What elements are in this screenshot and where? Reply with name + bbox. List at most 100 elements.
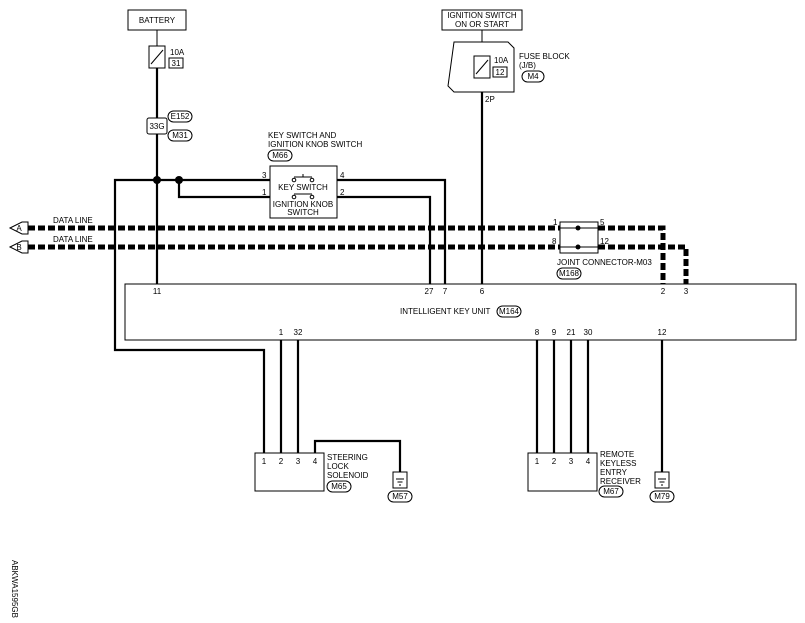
solenoid-label-1: STEERING xyxy=(327,453,368,462)
junction-dot xyxy=(175,176,183,184)
data-line-tags: A B DATA LINE DATA LINE xyxy=(8,216,93,254)
intelligent-key-unit: INTELLIGENT KEY UNIT M164 11 27 7 6 2 3 … xyxy=(124,283,797,341)
data-line-b-label: DATA LINE xyxy=(53,235,93,244)
joint-connector-block: 1 5 8 12 JOINT CONNECTOR-M03 M168 xyxy=(552,218,652,280)
solenoid-label-3: SOLENOID xyxy=(327,471,369,480)
receiver-pin: 3 xyxy=(569,457,574,466)
junction-dot xyxy=(153,176,161,184)
unit-pin: 12 xyxy=(658,328,667,337)
wire-key-switch-4 xyxy=(337,178,447,284)
steering-lock-solenoid: 1 2 3 4 STEERING LOCK SOLENOID M65 M57 xyxy=(254,452,413,503)
remote-keyless-entry-receiver: 1 2 3 4 REMOTE KEYLESS ENTRY RECEIVER M6… xyxy=(527,450,641,498)
ground-connector-m57: M57 xyxy=(392,492,408,501)
key-switch-pin-3: 3 xyxy=(262,171,267,180)
unit-label: INTELLIGENT KEY UNIT xyxy=(400,307,491,316)
knob-switch-label-2: SWITCH xyxy=(287,208,319,217)
splice-box xyxy=(146,117,168,135)
unit-pin: 11 xyxy=(153,287,162,296)
battery-block: BATTERY 10A 31 xyxy=(127,9,187,69)
battery-fuse-amp: 10A xyxy=(170,48,185,57)
unit-pin: 2 xyxy=(661,287,666,296)
wire-solenoid-pin1 xyxy=(113,178,266,453)
wire-data-line-a-right xyxy=(598,225,666,284)
key-switch-pin-1: 1 xyxy=(262,188,267,197)
joint-connector-label: JOINT CONNECTOR-M03 xyxy=(557,258,652,267)
unit-pin: 30 xyxy=(584,328,593,337)
ignition-line1: IGNITION SWITCH xyxy=(447,11,517,20)
unit-pin: 32 xyxy=(294,328,303,337)
receiver-pin: 2 xyxy=(552,457,557,466)
solenoid-box xyxy=(254,452,325,492)
joint-pin-5: 5 xyxy=(600,218,605,227)
ignition-fuse-no: 12 xyxy=(496,68,505,77)
wire-knob-switch-2 xyxy=(337,195,432,284)
wires xyxy=(28,30,689,472)
joint-pin-12: 12 xyxy=(600,237,609,246)
key-switch-pin-4: 4 xyxy=(340,171,345,180)
receiver-label-4: RECEIVER xyxy=(600,477,641,486)
joint-connector-code: M168 xyxy=(559,269,580,278)
unit-pin: 1 xyxy=(279,328,284,337)
battery-label: BATTERY xyxy=(139,16,176,25)
fuse-block-label: FUSE BLOCK xyxy=(519,52,570,61)
key-switch-connector: M66 xyxy=(272,151,288,160)
receiver-label-2: KEYLESS xyxy=(600,459,636,468)
solenoid-pin: 1 xyxy=(262,457,267,466)
key-switch-block: KEY SWITCH AND IGNITION KNOB SWITCH M66 … xyxy=(262,131,362,219)
battery-box xyxy=(127,9,187,31)
key-switch-box xyxy=(269,165,338,219)
data-line-b-tag xyxy=(8,240,29,254)
splice-block: 33G E152 M31 xyxy=(146,110,193,142)
data-line-a-tag xyxy=(8,221,29,235)
fuse-block-sub: (J/B) xyxy=(519,61,536,70)
unit-pin: 9 xyxy=(552,328,557,337)
solenoid-pin: 3 xyxy=(296,457,301,466)
ignition-fuse-amp: 10A xyxy=(494,56,509,65)
knob-switch-label-1: IGNITION KNOB xyxy=(273,200,333,209)
data-line-a-label: DATA LINE xyxy=(53,216,93,225)
unit-pin: 27 xyxy=(425,287,434,296)
unit-pin: 21 xyxy=(567,328,576,337)
ignition-line2: ON OR START xyxy=(455,20,509,29)
intelligent-key-unit-box xyxy=(124,283,797,341)
ignition-terminal: 2P xyxy=(485,95,495,104)
wire-knob-switch-1 xyxy=(177,180,270,199)
receiver-box xyxy=(527,452,598,492)
splice-connector-1: E152 xyxy=(171,112,190,121)
svg-text:B: B xyxy=(16,243,21,252)
solenoid-pin: 2 xyxy=(279,457,284,466)
joint-pin-8: 8 xyxy=(552,237,557,246)
unit-connector: M164 xyxy=(499,307,520,316)
ground-icon xyxy=(654,471,670,489)
ignition-box xyxy=(441,9,523,31)
svg-text:A: A xyxy=(16,224,22,233)
wire-data-line-b-right xyxy=(598,244,689,284)
ground-connector-m79: M79 xyxy=(654,492,670,501)
ground-m79-block: M79 xyxy=(649,471,675,503)
wire-solenoid-ground xyxy=(313,439,402,472)
joint-pin-1: 1 xyxy=(553,218,558,227)
ignition-block: IGNITION SWITCH ON OR START 10A 12 FUSE … xyxy=(441,9,570,104)
key-switch-label: KEY SWITCH xyxy=(278,183,328,192)
receiver-label-3: ENTRY xyxy=(600,468,628,477)
key-switch-title-1: KEY SWITCH AND xyxy=(268,131,337,140)
splice-connector-2: M31 xyxy=(172,131,188,140)
fuse-block-connector: M4 xyxy=(527,72,539,81)
splice-label: 33G xyxy=(149,122,164,131)
solenoid-pin: 4 xyxy=(313,457,318,466)
unit-pin: 3 xyxy=(684,287,689,296)
key-switch-title-2: IGNITION KNOB SWITCH xyxy=(268,140,362,149)
ground-icon xyxy=(392,471,408,489)
diagram-code: ABKWA1595GB xyxy=(10,560,19,618)
solenoid-label-2: LOCK xyxy=(327,462,349,471)
solenoid-connector: M65 xyxy=(331,482,347,491)
battery-fuse-no: 31 xyxy=(172,59,181,68)
receiver-connector: M67 xyxy=(603,487,619,496)
unit-pin: 8 xyxy=(535,328,540,337)
receiver-pin: 4 xyxy=(586,457,591,466)
receiver-pin: 1 xyxy=(535,457,540,466)
unit-pin: 7 xyxy=(443,287,448,296)
unit-pin: 6 xyxy=(480,287,485,296)
key-switch-pin-2: 2 xyxy=(340,188,345,197)
